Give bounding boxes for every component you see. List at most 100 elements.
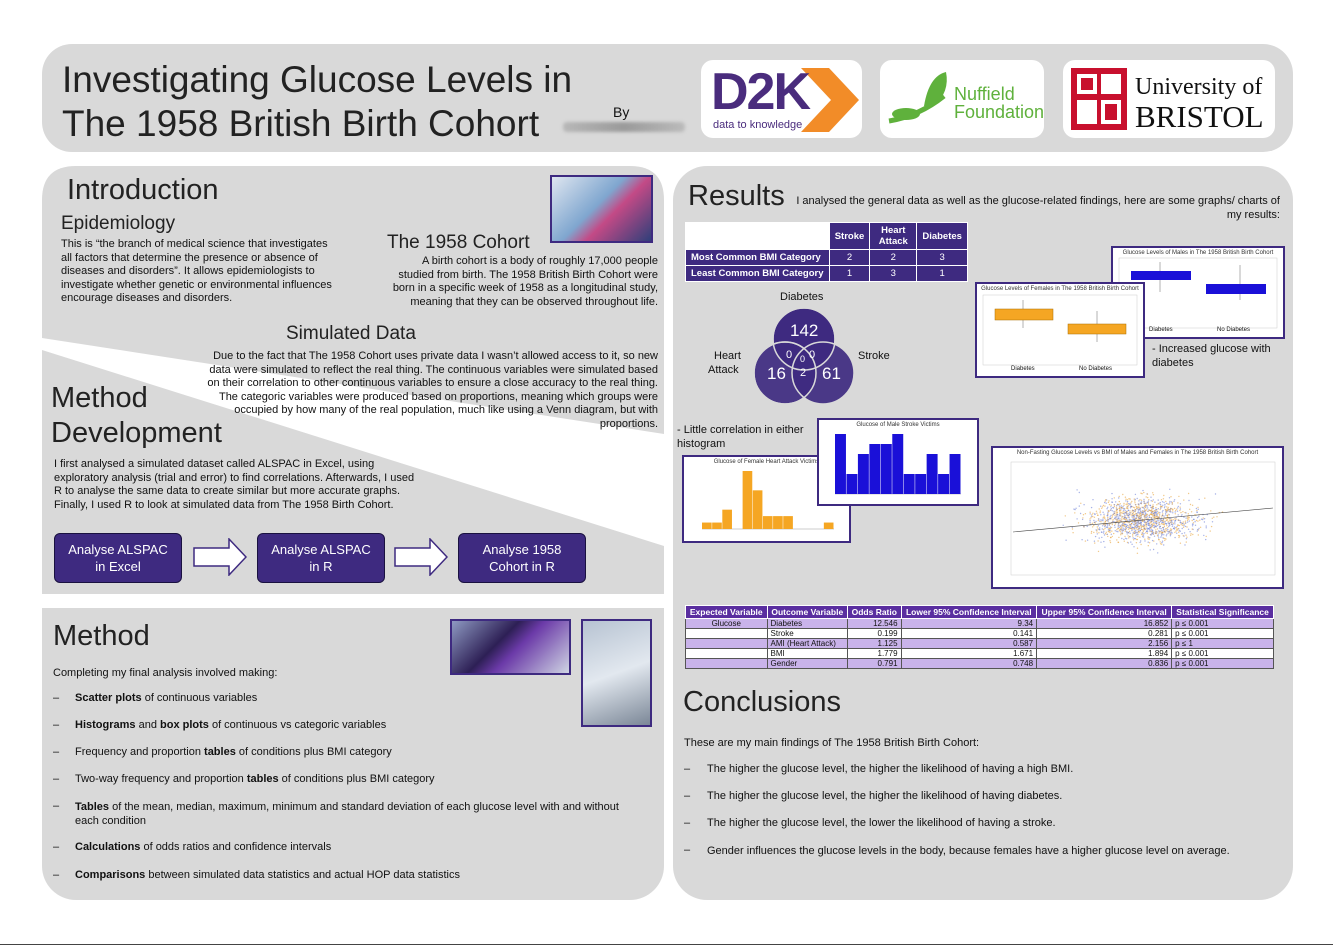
scatter-point [1194,524,1197,526]
scatter-point [1110,526,1113,529]
scatter-point [1152,504,1154,506]
scatter-point [1202,518,1204,521]
scatter-point [1104,524,1106,526]
scatter-point [1186,519,1189,522]
scatter-point [1153,535,1156,537]
scatter-point [1179,508,1182,510]
scatter-point [1118,495,1120,498]
scatter-point [1189,508,1191,510]
scatter-point [1143,505,1146,508]
scatter-point [1112,507,1115,509]
scatter-point [1168,520,1170,523]
epidemiology-heading: Epidemiology [61,213,176,234]
scatter-point [1107,510,1110,512]
scatter-point [1124,537,1127,539]
odds-cell: 0.836 [1036,658,1173,669]
scatter-point [1162,527,1164,529]
odds-cell: 12.546 [847,618,902,629]
d2k-arrow-icon [801,68,859,132]
method-intro: Completing my final analysis involved ma… [53,667,278,679]
lab-photo-pipette [450,619,571,675]
scatter-point [1118,516,1120,518]
scatter-point [1152,507,1155,510]
nuffield-word-2: Foundation [954,102,1045,122]
scatter-point [1150,512,1153,514]
scatter-point [1134,509,1136,511]
odds-cell: BMI [766,648,849,659]
scatter-point [1203,518,1206,520]
nuffield-logo: Nuffield Foundation [880,60,1044,138]
scatter-point [1133,507,1136,509]
scatter-point [1149,530,1151,532]
bmi-table-header: Diabetes [916,222,968,250]
scatter-point [1170,521,1172,523]
note-boxplot: - Increased glucose with diabetes [1152,343,1271,369]
scatter-point [1196,511,1198,513]
scatter-point [1074,508,1076,511]
scatter-point [1146,493,1149,495]
scatter-point [1203,521,1206,523]
boxplot-males-title: Glucose Levels of Males in The 1958 Brit… [1122,250,1274,256]
method-item: –Frequency and proportion tables of cond… [53,746,392,758]
scatter-point [1136,533,1138,535]
scatter-point [1143,524,1145,526]
scatter-point [1142,531,1144,533]
scatter-point [1133,529,1135,531]
scatter-point [1099,527,1101,529]
scatter-point [1141,532,1144,534]
scatter-point [1156,514,1158,516]
scatter-point [1097,540,1099,542]
scatter-point [1098,537,1100,539]
method-item: –Histograms and box plots of continuous … [53,719,387,731]
scatter-point [1150,524,1153,526]
boxplot-males-cat-2: No Diabetes [1217,327,1251,333]
scatter-point [1126,533,1128,535]
scatter-point [1160,527,1162,530]
scatter-point [1126,499,1129,501]
scatter-point [1156,535,1159,537]
scatter-point [1158,503,1160,505]
scatter-point [1116,539,1118,541]
scatter-point [1191,519,1193,522]
scatter-point [1109,536,1112,539]
scatter-point [1203,534,1205,537]
scatter-point [1159,530,1161,533]
scatter-point [1071,528,1074,530]
scatter-point [1119,525,1121,527]
scatter-point [1134,520,1136,523]
scatter-point [1186,536,1188,538]
scatter-point [1074,512,1076,514]
scatter-point [1116,505,1118,507]
scatter-point [1153,515,1156,517]
scatter-point [1143,502,1145,504]
scatter-point [1174,531,1176,534]
scatter-point [1121,507,1123,509]
scatter-point [1082,514,1085,516]
scatter-point [1159,519,1161,521]
scatter-point [1146,508,1148,510]
scatter-point [1120,527,1122,529]
scatter-point [1079,512,1082,515]
venn-count-stroke: 61 [822,364,841,383]
scatter-point [1133,518,1135,521]
scatter-point [1126,524,1129,527]
scatter-point [1141,506,1143,508]
scatter-point [1130,505,1132,507]
scatter-point [1156,511,1158,513]
scatter-point [1164,537,1166,540]
scatter-point [1170,518,1173,520]
scatter-point [1142,489,1144,492]
scatter-point [1122,518,1125,520]
scatter-point [1172,510,1174,512]
scatter-point [1129,525,1132,528]
scatter-point [1124,522,1126,524]
scatter-point [1143,514,1146,516]
scatter-point [1152,510,1154,513]
scatter-point [1121,515,1123,518]
scatter-point [1184,520,1187,522]
method-item: –Scatter plots of continuous variables [53,692,258,704]
scatter-point [1151,533,1154,535]
method-dev-text: I first analysed a simulated dataset cal… [54,458,415,511]
scatter-point [1162,504,1164,506]
scatter-point [1152,492,1154,494]
